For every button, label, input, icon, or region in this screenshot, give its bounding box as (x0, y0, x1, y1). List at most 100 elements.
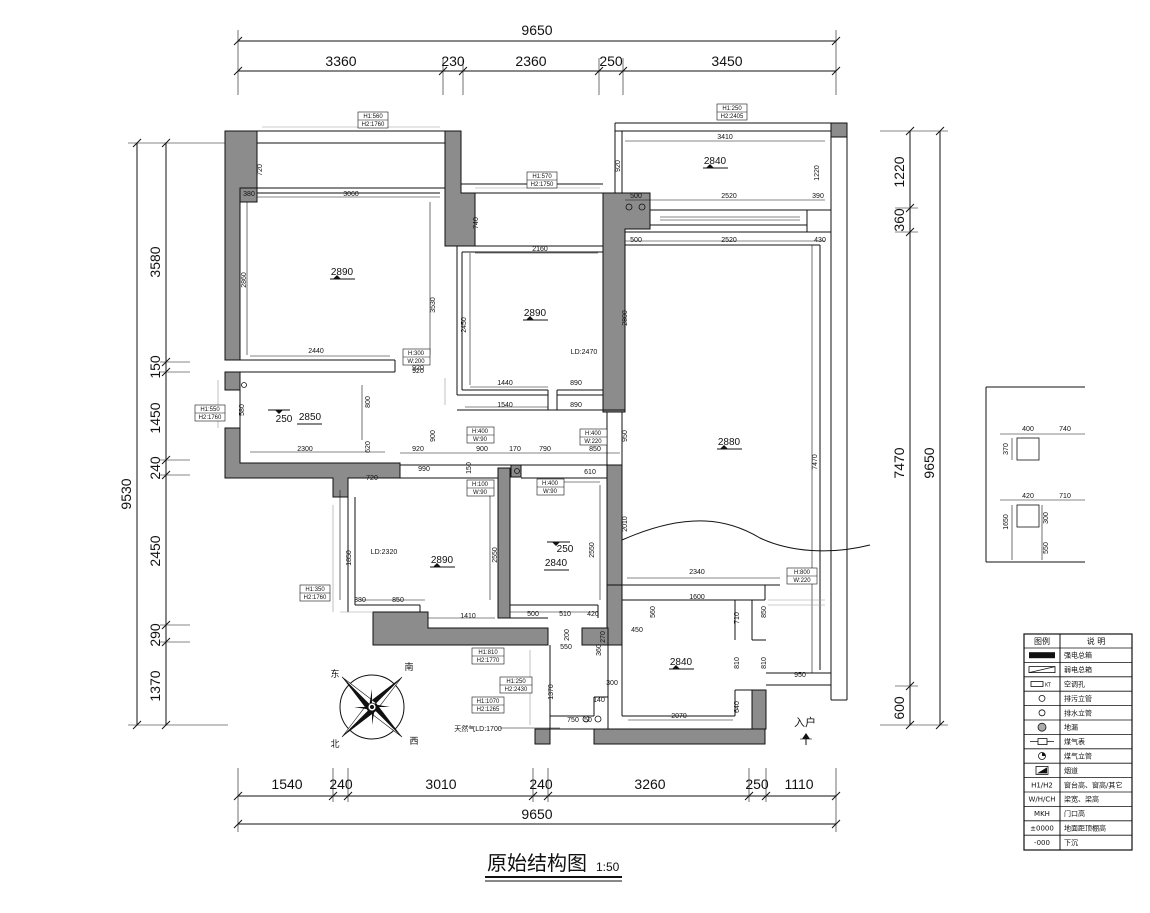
svg-text:950: 950 (794, 672, 806, 679)
legend-symbol-8 (1035, 766, 1049, 775)
legend-symbol-6 (1030, 738, 1054, 745)
left-overall-dim: 9530 (118, 478, 134, 509)
svg-text:2890: 2890 (331, 267, 354, 278)
svg-text:500: 500 (630, 193, 642, 200)
title-scale: 1:50 (596, 860, 620, 874)
room-5-sunk: 250 (276, 414, 293, 425)
tag-8: H:100 W:90 (466, 479, 495, 497)
tag-1: H1:560 H2:1760 (357, 111, 389, 129)
svg-text:710: 710 (734, 612, 741, 624)
svg-text:H1:810: H1:810 (478, 650, 498, 656)
legend-text-13: 下沉 (1064, 839, 1078, 847)
svg-text:2800: 2800 (622, 310, 629, 326)
legend-symbol-3 (1038, 695, 1046, 702)
svg-text:270: 270 (600, 631, 607, 643)
tag-4: H1:550 H2:1760 (194, 404, 226, 422)
room-1-height: 2890 (330, 267, 355, 280)
svg-text:2300: 2300 (297, 446, 313, 453)
svg-text:420: 420 (587, 611, 599, 618)
svg-text:H:100: H:100 (472, 482, 489, 488)
svg-text:入户: 入户 (794, 715, 816, 729)
svg-text:990: 990 (418, 466, 430, 473)
svg-text:1600: 1600 (689, 594, 705, 601)
svg-text:920: 920 (412, 368, 424, 375)
svg-text:900: 900 (430, 430, 437, 442)
svg-text:140: 140 (593, 697, 605, 704)
bottom-dim-1: 1540 (271, 776, 302, 792)
svg-text:200: 200 (564, 629, 571, 641)
legend-text-2: 空调孔 (1064, 680, 1085, 689)
left-dim-5: 2450 (147, 535, 163, 566)
legend-symbol-13: -000 (1034, 839, 1050, 847)
bottom-dim-4: 240 (529, 776, 553, 792)
svg-text:H:400: H:400 (542, 481, 559, 487)
outer-window-lines (217, 126, 825, 725)
legend-symbol-text-12: ±0000 (1030, 825, 1054, 833)
svg-text:300: 300 (1043, 512, 1050, 524)
gas-label: 天然气LD:1700 (454, 724, 502, 733)
svg-text:W:200: W:200 (407, 359, 425, 365)
legend-text-10: 梁宽、梁高 (1064, 795, 1099, 804)
left-dim-3: 1450 (147, 402, 163, 433)
room-2-height: 2890 (523, 308, 548, 321)
svg-text:1220: 1220 (814, 165, 821, 181)
top-dim-3: 2360 (515, 53, 546, 69)
room-7-sunk: 250 (557, 544, 574, 555)
legend-text-9: 窗台高、窗高/其它 (1064, 780, 1122, 789)
svg-text:500: 500 (527, 611, 539, 618)
inner-dims: 720 380 3060 2860 3530 740 2160 2450 144… (239, 134, 826, 724)
svg-text:H2:1760: H2:1760 (304, 595, 327, 601)
svg-text:1440: 1440 (497, 380, 513, 387)
gas-pipe-icon (594, 715, 602, 723)
ld-label-1: LD:2470 (571, 349, 598, 356)
svg-text:390: 390 (812, 193, 824, 200)
legend-text-11: 门口高 (1064, 809, 1085, 818)
svg-text:920: 920 (412, 365, 424, 372)
room-8-height: 2840 (669, 657, 694, 670)
svg-text:560: 560 (650, 606, 657, 618)
svg-text:850: 850 (761, 606, 768, 618)
svg-text:2450: 2450 (461, 317, 468, 333)
floor-drain-icon (514, 468, 520, 474)
entrance-marker: 入户 (794, 715, 816, 745)
svg-text:150: 150 (466, 462, 473, 474)
legend-symbol-10: W/H/CH (1028, 796, 1055, 804)
svg-text:2010: 2010 (622, 516, 629, 532)
svg-text:1650: 1650 (1003, 514, 1010, 530)
tag-3: H1:250 H2:2405 (716, 103, 748, 121)
bottom-dim-3: 3010 (425, 776, 456, 792)
tag-6: H:400 W:90 (466, 426, 495, 444)
legend-text-3: 排污立管 (1064, 694, 1092, 703)
wall-outlines (239, 122, 848, 730)
left-dim-1: 3580 (147, 246, 163, 277)
left-dimension-lines: 9530 3580 150 1450 240 2450 290 1370 (118, 138, 228, 730)
tag-2: H1:570 H2:1750 (526, 171, 558, 189)
svg-text:420: 420 (1022, 493, 1034, 500)
svg-text:W:90: W:90 (473, 490, 488, 496)
legend-symbol-2: KT (1030, 681, 1052, 689)
legend-text-6: 煤气表 (1064, 737, 1085, 746)
svg-text:2840: 2840 (704, 156, 727, 167)
svg-text:H2:2405: H2:2405 (721, 114, 744, 120)
svg-text:3060: 3060 (343, 191, 359, 198)
legend-symbol-7 (1038, 752, 1046, 760)
right-dim-3: 7470 (891, 447, 907, 478)
svg-text:380: 380 (243, 191, 255, 198)
legend-symbol-text-11: MKH (1034, 810, 1050, 818)
svg-text:2550: 2550 (589, 542, 596, 558)
svg-text:360: 360 (596, 644, 603, 656)
svg-text:610: 610 (584, 469, 596, 476)
svg-text:890: 890 (570, 402, 582, 409)
left-dim-4: 240 (147, 456, 163, 480)
bottom-dim-5: 3260 (634, 776, 665, 792)
svg-text:620: 620 (365, 441, 372, 453)
svg-text:750: 750 (567, 717, 579, 724)
svg-text:580: 580 (239, 404, 246, 416)
room-7-height: 250 2840 (544, 541, 574, 571)
svg-text:920: 920 (615, 160, 622, 172)
bottom-overall-dim: 9650 (521, 806, 552, 822)
legend-symbol-4 (1038, 709, 1046, 717)
gas-pipe-icon (582, 715, 590, 723)
ld-label-2: LD:2320 (371, 549, 398, 556)
right-overall-dim: 9650 (921, 447, 937, 478)
